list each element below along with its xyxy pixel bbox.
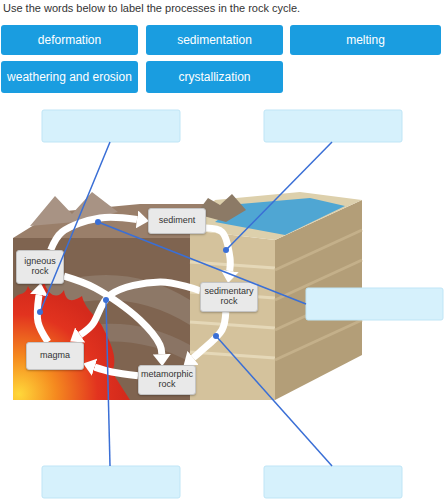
answer-box bbox=[306, 288, 443, 320]
leader-lines bbox=[40, 142, 332, 466]
word-tile: deformation bbox=[1, 25, 138, 55]
word-tile: weathering and erosion bbox=[1, 61, 138, 93]
rock-stage-box: magma bbox=[26, 342, 84, 370]
cycle-arrow bbox=[193, 312, 226, 358]
cycle-arrow bbox=[206, 228, 230, 271]
leader-dot bbox=[213, 333, 219, 339]
stage-label: magma bbox=[40, 351, 70, 361]
word-label: weathering and erosion bbox=[7, 70, 132, 84]
answer-boxes bbox=[42, 110, 443, 498]
leader-line bbox=[226, 142, 332, 250]
stage-label: igneous rock bbox=[19, 257, 61, 277]
leader-dot bbox=[37, 309, 43, 315]
leader-line bbox=[40, 142, 110, 312]
leader-line bbox=[98, 222, 306, 304]
leader-line bbox=[216, 336, 332, 466]
strata-lines bbox=[190, 262, 275, 358]
cycle-arrow bbox=[95, 367, 138, 376]
stage-label: sediment bbox=[159, 216, 196, 226]
instruction-heading: Use the words below to label the process… bbox=[3, 2, 443, 14]
word-label: deformation bbox=[38, 33, 101, 47]
answer-box bbox=[42, 466, 180, 498]
rock-stage-box: igneous rock bbox=[16, 250, 64, 284]
leader-dots bbox=[37, 219, 229, 339]
word-tile: sedimentation bbox=[146, 25, 283, 55]
stage-label: sedimentary rock bbox=[203, 287, 255, 307]
rock-stage-box: sedimentary rock bbox=[200, 282, 258, 312]
word-tile: crystallization bbox=[146, 61, 283, 93]
cycle-arrow bbox=[80, 282, 200, 335]
rock-stage-box: metamorphic rock bbox=[138, 365, 196, 395]
stratum bbox=[275, 320, 362, 360]
stage-label: metamorphic rock bbox=[141, 370, 193, 390]
stratum bbox=[275, 230, 362, 270]
cycle-arrow bbox=[37, 295, 48, 342]
word-tile: melting bbox=[290, 25, 441, 55]
cycle-arrow bbox=[51, 217, 137, 250]
answer-box bbox=[264, 110, 402, 142]
stratum bbox=[190, 322, 275, 328]
leader-dot bbox=[95, 219, 101, 225]
word-label: sedimentation bbox=[177, 33, 252, 47]
leader-line bbox=[106, 300, 110, 466]
word-label: melting bbox=[346, 33, 385, 47]
word-label: crystallization bbox=[178, 70, 250, 84]
answer-box bbox=[42, 110, 180, 142]
leader-dot bbox=[223, 247, 229, 253]
leader-dot bbox=[103, 297, 109, 303]
answer-box bbox=[264, 466, 402, 498]
rock-stage-box: sediment bbox=[148, 208, 206, 234]
